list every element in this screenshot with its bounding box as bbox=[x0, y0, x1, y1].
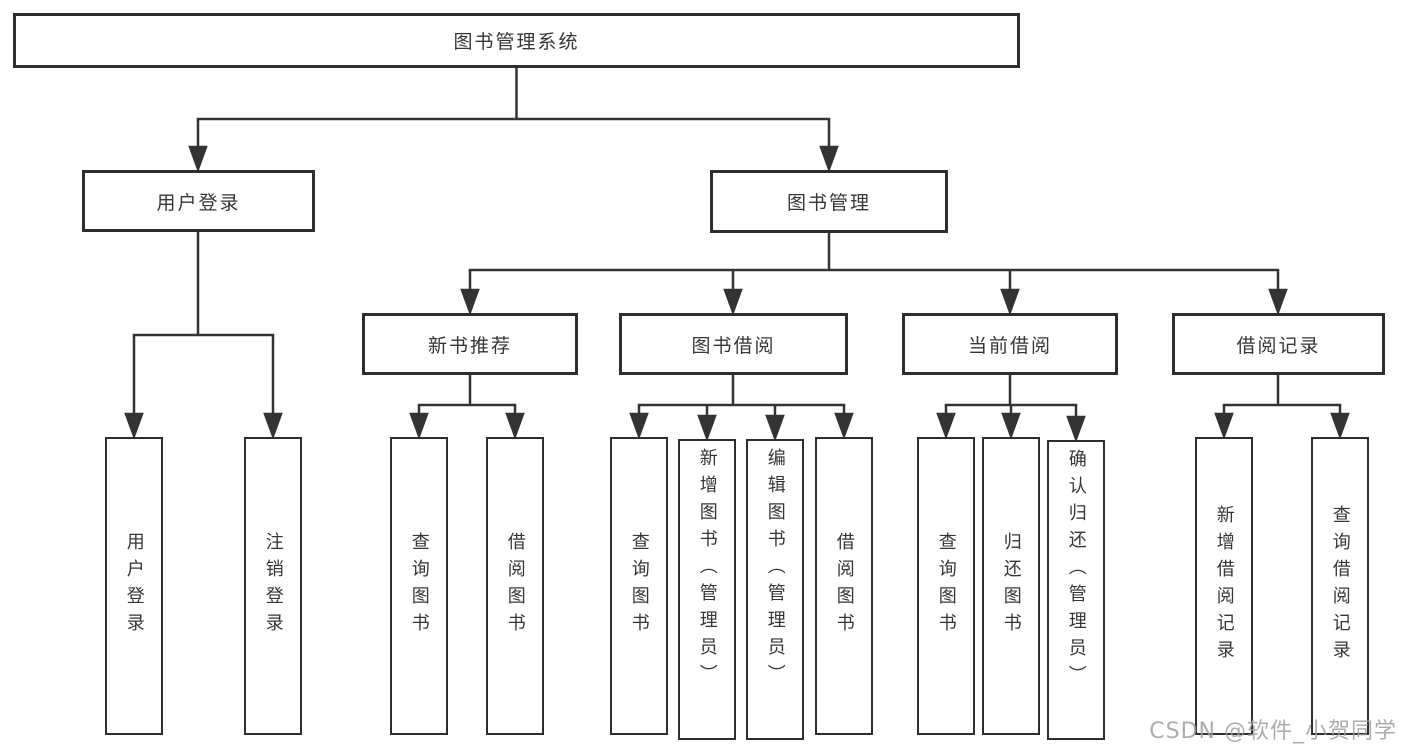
leaf-borrow-query-books-label: 查询图书 bbox=[628, 532, 650, 640]
leaf-add-books-admin: 新增图书（管理员） bbox=[678, 439, 736, 740]
leaf-borrow-borrow-books-label: 借阅图书 bbox=[833, 532, 855, 640]
leaf-newrec-borrow-books: 借阅图书 bbox=[486, 437, 544, 735]
leaf-return-books: 归还图书 bbox=[982, 437, 1040, 735]
node-new-book-recommend-label: 新书推荐 bbox=[427, 334, 512, 357]
leaf-borrow-query-books: 查询图书 bbox=[610, 437, 668, 735]
csdn-watermark: CSDN @软件_小贺同学 bbox=[1149, 719, 1397, 744]
leaf-confirm-return-admin: 确认归还（管理员） bbox=[1047, 440, 1105, 740]
node-root-label: 图书管理系统 bbox=[453, 31, 580, 53]
node-book-borrow: 图书借阅 bbox=[619, 313, 848, 375]
leaf-edit-books-admin-label: 编辑图书（管理员） bbox=[764, 448, 786, 691]
leaf-current-query-books-label: 查询图书 bbox=[935, 532, 957, 640]
leaf-current-query-books: 查询图书 bbox=[917, 437, 975, 735]
leaf-confirm-return-admin-label: 确认归还（管理员） bbox=[1065, 449, 1087, 692]
leaf-add-books-admin-label: 新增图书（管理员） bbox=[696, 448, 718, 691]
node-user-login-label: 用户登录 bbox=[156, 191, 241, 214]
leaf-newrec-query-books-label: 查询图书 bbox=[408, 532, 430, 640]
leaf-add-borrow-record-label: 新增借阅记录 bbox=[1213, 505, 1235, 667]
node-root: 图书管理系统 bbox=[13, 13, 1020, 68]
node-book-borrow-label: 图书借阅 bbox=[691, 334, 776, 357]
leaf-borrow-borrow-books: 借阅图书 bbox=[815, 437, 873, 735]
node-borrow-records-label: 借阅记录 bbox=[1236, 334, 1321, 357]
leaf-user-login-label: 用户登录 bbox=[123, 532, 145, 640]
leaf-newrec-borrow-books-label: 借阅图书 bbox=[504, 532, 526, 640]
node-current-borrow-label: 当前借阅 bbox=[967, 334, 1052, 357]
node-book-management: 图书管理 bbox=[710, 170, 948, 233]
leaf-query-borrow-record-label: 查询借阅记录 bbox=[1329, 505, 1351, 667]
leaf-query-borrow-record: 查询借阅记录 bbox=[1311, 437, 1369, 735]
node-book-management-label: 图书管理 bbox=[786, 192, 871, 214]
node-user-login: 用户登录 bbox=[82, 170, 315, 232]
leaf-logout: 注销登录 bbox=[244, 437, 302, 735]
node-new-book-recommend: 新书推荐 bbox=[362, 313, 578, 375]
leaf-return-books-label: 归还图书 bbox=[1000, 532, 1022, 640]
leaf-add-borrow-record: 新增借阅记录 bbox=[1195, 437, 1253, 735]
leaf-newrec-query-books: 查询图书 bbox=[390, 437, 448, 735]
leaf-logout-label: 注销登录 bbox=[262, 532, 284, 640]
node-current-borrow: 当前借阅 bbox=[902, 313, 1118, 375]
leaf-edit-books-admin: 编辑图书（管理员） bbox=[746, 439, 804, 740]
leaf-user-login: 用户登录 bbox=[105, 437, 163, 735]
node-borrow-records: 借阅记录 bbox=[1172, 313, 1385, 375]
